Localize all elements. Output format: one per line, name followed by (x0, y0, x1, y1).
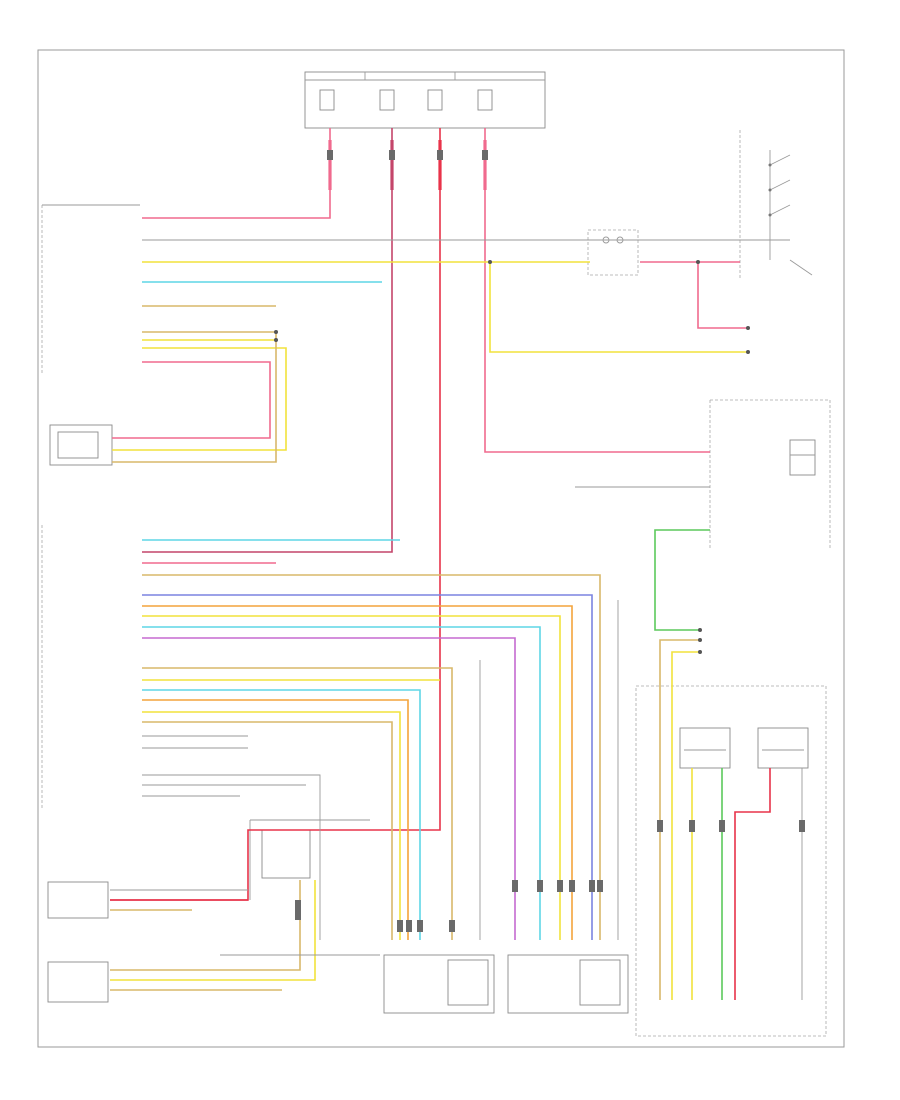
wire-red-main (110, 128, 441, 901)
input-speed-sensor (383, 954, 495, 1014)
wire-tan-low (142, 667, 453, 940)
wire-cyan-mid2 (142, 626, 541, 940)
wire-brake-yellow (112, 347, 287, 451)
brake-pedal-position-sensor (49, 424, 113, 466)
wire-red-tcm (734, 768, 771, 1000)
wire-pink-ignition (142, 128, 331, 219)
wire-orange-mid (142, 605, 573, 940)
wire-orange-low (142, 699, 409, 940)
clutch-pedal-position-sensor (47, 961, 109, 1003)
wire-blue-mid (142, 594, 593, 940)
wire-tan-tcm (659, 639, 700, 1000)
transmission-range-switch (249, 819, 370, 900)
wire-brake-tan (112, 331, 277, 463)
wire-yellow-mid (142, 615, 561, 940)
wire-cyan-low (142, 689, 421, 940)
engine-control-module (41, 204, 140, 810)
wire-tan-low2 (142, 721, 393, 940)
wire-yellow-low2 (142, 711, 401, 940)
fuse-relay-center (304, 71, 546, 129)
shift-interlock-solenoid (587, 229, 639, 276)
wire-yellow-tcm (671, 651, 700, 1000)
splices (274, 260, 750, 654)
shift-control-switch (739, 130, 813, 280)
wire-violet-ecm (142, 128, 393, 553)
wire-yellow-clutch (110, 880, 316, 981)
vehicle-speed-sensor (47, 881, 109, 919)
wires (110, 128, 803, 1000)
output-speed-sensor (507, 954, 629, 1014)
diagram-border (37, 49, 845, 1048)
connectors (295, 150, 805, 932)
wire-green-cluster (654, 529, 710, 631)
wire-violet-mid (142, 637, 516, 940)
wire-tan-clutch (110, 880, 301, 971)
wire-brake-pink (112, 361, 271, 439)
instrument-cluster (709, 399, 831, 550)
wire-tan-mid (142, 574, 601, 940)
transmission-control-module (635, 685, 827, 1037)
wire-pink-cluster (484, 128, 710, 453)
